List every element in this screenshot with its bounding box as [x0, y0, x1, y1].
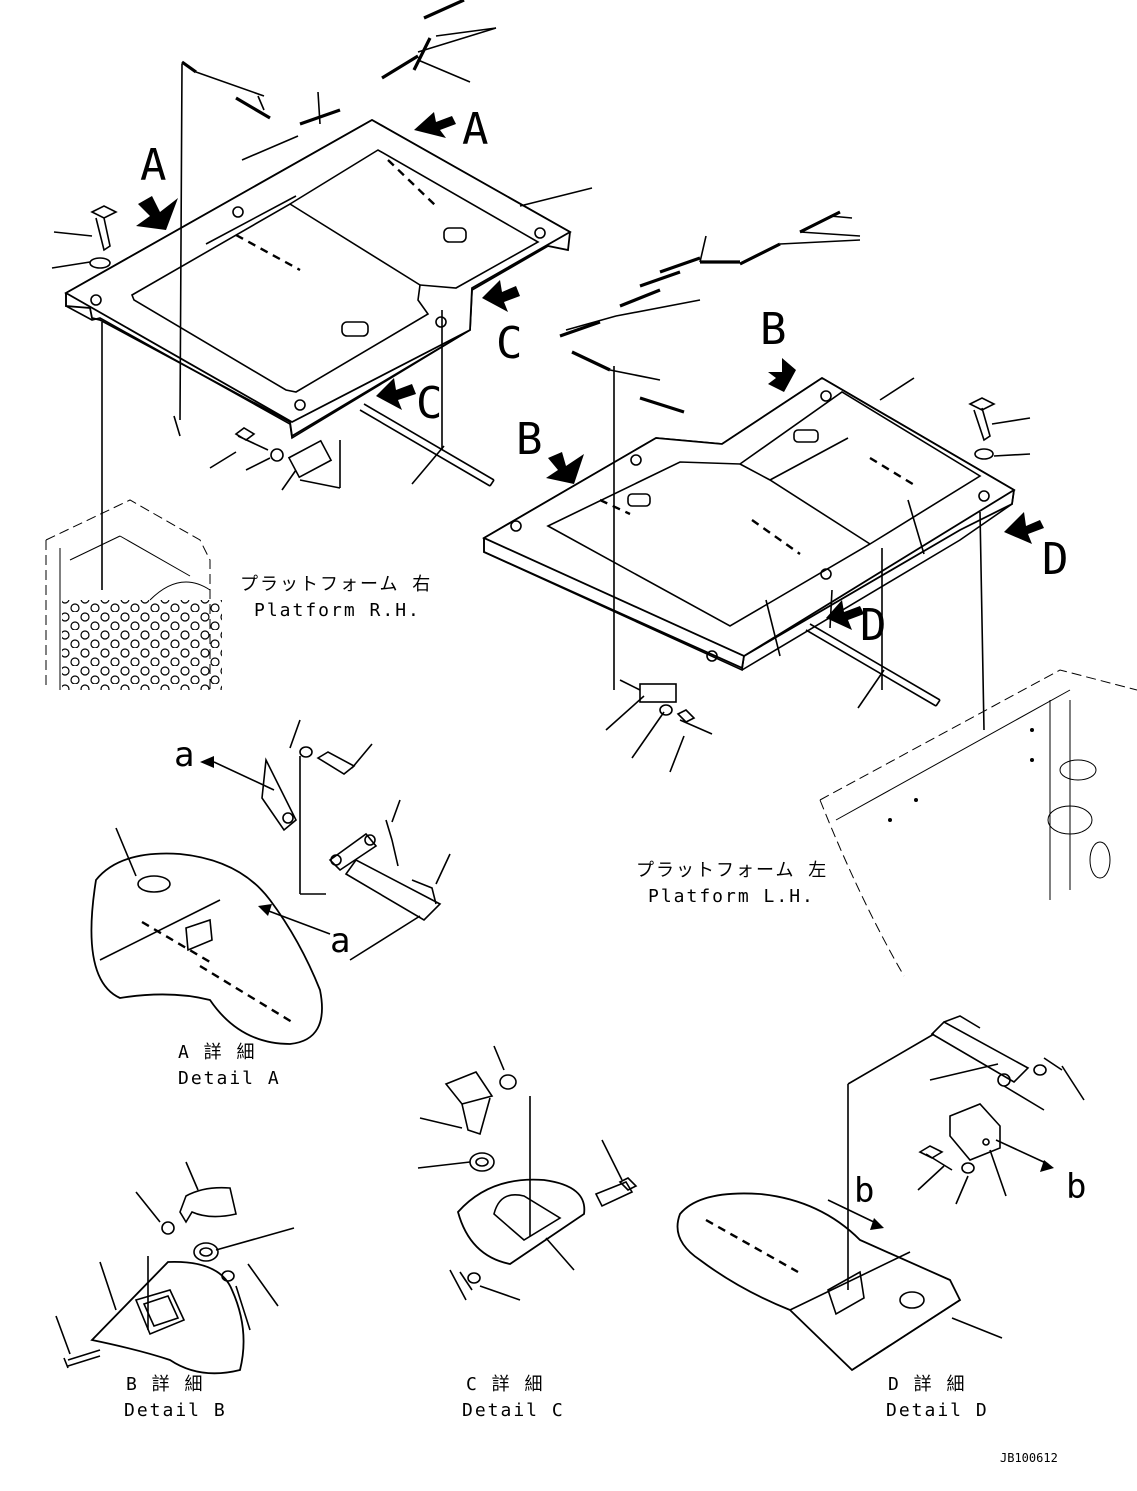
- view-arrow-c-right: [482, 280, 520, 312]
- detail-c-label-en: Detail C: [462, 1400, 565, 1421]
- callout-c-right: C: [496, 318, 523, 369]
- view-arrow-a-left: [136, 196, 178, 230]
- platform-rh-group: A A C C: [51, 0, 593, 590]
- detail-c-label-jp: C 詳 細: [466, 1374, 545, 1395]
- detail-a-group: a a: [90, 719, 451, 1045]
- detail-b-label-en: Detail B: [124, 1400, 227, 1421]
- callout-d-right: D: [1042, 534, 1069, 585]
- detail-d-group: b b: [676, 1015, 1086, 1372]
- platform-rh-label-en: Platform R.H.: [254, 600, 421, 621]
- view-arrow-a-top: [414, 112, 456, 138]
- callout-a-left: A: [140, 140, 167, 191]
- callout-b-small-right: b: [1066, 1167, 1086, 1207]
- drawing-code: JB100612: [1000, 1451, 1058, 1465]
- detail-d-label-en: Detail D: [886, 1400, 989, 1421]
- platform-lh-group: B B D D: [482, 210, 1069, 773]
- platform-lh-label-jp: プラットフォーム 左: [636, 860, 828, 881]
- view-arrow-b-top: [768, 358, 796, 392]
- detail-b-label-jp: B 詳 細: [126, 1374, 205, 1395]
- callout-b-top: B: [760, 304, 787, 355]
- chassis-lh-fragment: [819, 669, 1137, 977]
- detail-b-group: [55, 1161, 295, 1375]
- view-arrow-b-left: [546, 452, 584, 484]
- callout-a-small-bottom: a: [330, 921, 350, 961]
- callout-a-top: A: [462, 104, 489, 155]
- platform-rh-label-jp: プラットフォーム 右: [240, 574, 432, 595]
- detail-d-label-jp: D 詳 細: [888, 1374, 967, 1395]
- callout-c-bottom: C: [416, 378, 443, 429]
- chassis-rh-fragment: [45, 499, 222, 690]
- view-arrow-d-bottom: [826, 600, 864, 630]
- view-arrow-c-bottom: [376, 378, 416, 410]
- callout-d-bottom: D: [860, 600, 887, 651]
- callout-b-small-left: b: [854, 1171, 874, 1211]
- detail-c-group: [417, 1045, 638, 1301]
- detail-a-label-en: Detail A: [178, 1068, 281, 1089]
- callout-b-left: B: [516, 414, 543, 465]
- detail-a-label-jp: A 詳 細: [178, 1042, 257, 1063]
- callout-a-small-top: a: [174, 735, 194, 775]
- platform-lh-label-en: Platform L.H.: [648, 886, 815, 907]
- view-arrow-d-right: [1004, 512, 1044, 544]
